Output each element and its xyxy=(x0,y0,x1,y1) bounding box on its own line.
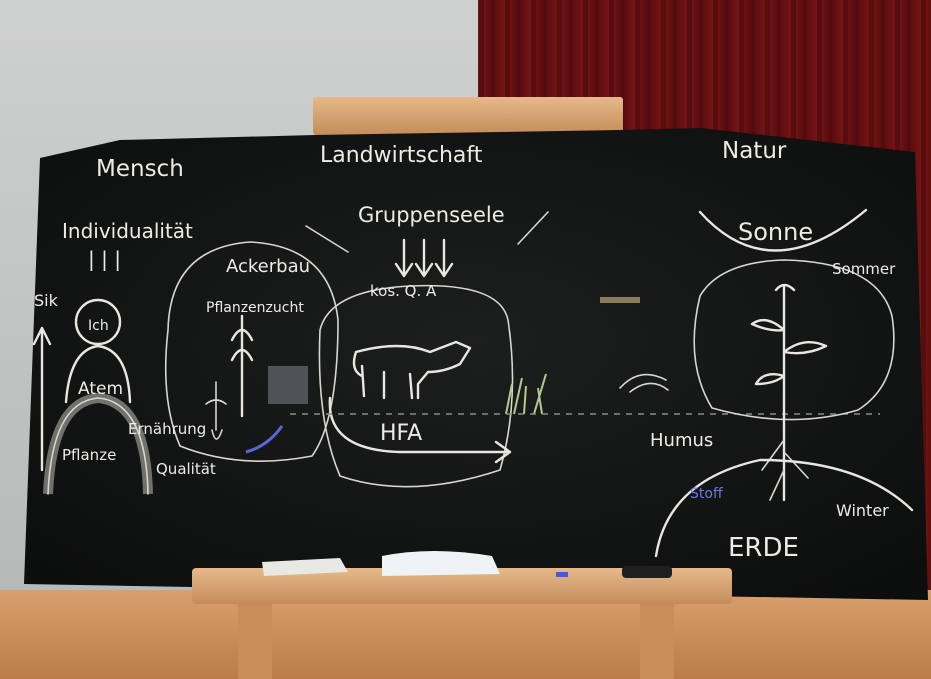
carrot-plant xyxy=(205,381,227,440)
label-hfa: HFA xyxy=(380,421,422,446)
stage-floor xyxy=(0,590,931,679)
sommer-circle xyxy=(693,259,895,421)
label-pflanze: Pflanze xyxy=(62,446,116,464)
eraser xyxy=(262,558,348,576)
grain-plant xyxy=(230,314,254,418)
compost-heap xyxy=(619,373,669,393)
heading-natur: Natur xyxy=(722,138,787,164)
heading-landwirtschaft: Landwirtschaft xyxy=(320,143,483,168)
photo-card xyxy=(268,366,308,404)
easel-leg-left xyxy=(238,590,272,679)
label-ich: Ich xyxy=(88,318,109,334)
chalk-tray xyxy=(192,568,732,604)
label-blue-note: Stoff xyxy=(690,486,723,502)
ich-circle xyxy=(74,298,122,346)
label-atem: Atem xyxy=(78,379,123,399)
erde-arc xyxy=(654,458,914,558)
label-ernaehrung: Ernährung xyxy=(128,420,206,438)
grass-tuft xyxy=(505,373,547,415)
pflanze-arch-outline xyxy=(47,397,149,495)
label-winter: Winter xyxy=(836,501,889,520)
blue-stroke xyxy=(245,425,284,454)
easel-top-bar xyxy=(313,97,623,135)
upward-arrow xyxy=(32,326,52,472)
down-arrows xyxy=(394,238,454,278)
sun-arc xyxy=(698,208,868,252)
plant-roots xyxy=(761,439,809,501)
cow-drawing xyxy=(352,340,472,400)
hof-circle xyxy=(318,284,514,488)
ackerbau-circle xyxy=(164,241,339,462)
ray-lines xyxy=(305,211,549,253)
atem-arch xyxy=(64,344,132,404)
label-sik: Sik xyxy=(34,291,59,310)
label-gruppenseele: Gruppenseele xyxy=(358,203,505,227)
blackboard xyxy=(24,128,928,600)
marker xyxy=(622,566,672,578)
label-pflanzenzucht: Pflanzenzucht xyxy=(206,300,304,316)
label-qualitaet: Qualität xyxy=(156,460,216,478)
label-individualitaet: Individualität xyxy=(62,219,193,243)
chalk-piece xyxy=(556,572,568,577)
hfa-arrow xyxy=(328,396,512,464)
heading-mensch: Mensch xyxy=(96,156,184,182)
label-erde: ERDE xyxy=(728,533,799,563)
easel-leg-right xyxy=(640,590,674,679)
label-humus: Humus xyxy=(650,430,713,451)
cloth-rag xyxy=(382,551,500,576)
label-kosmos: kos. Q. A xyxy=(370,282,437,300)
label-ackerbau: Ackerbau xyxy=(226,256,310,277)
label-sonne: Sonne xyxy=(738,218,813,246)
label-marks: | | | xyxy=(88,247,121,271)
label-sommer: Sommer xyxy=(832,260,896,278)
plant-stem xyxy=(750,283,828,502)
